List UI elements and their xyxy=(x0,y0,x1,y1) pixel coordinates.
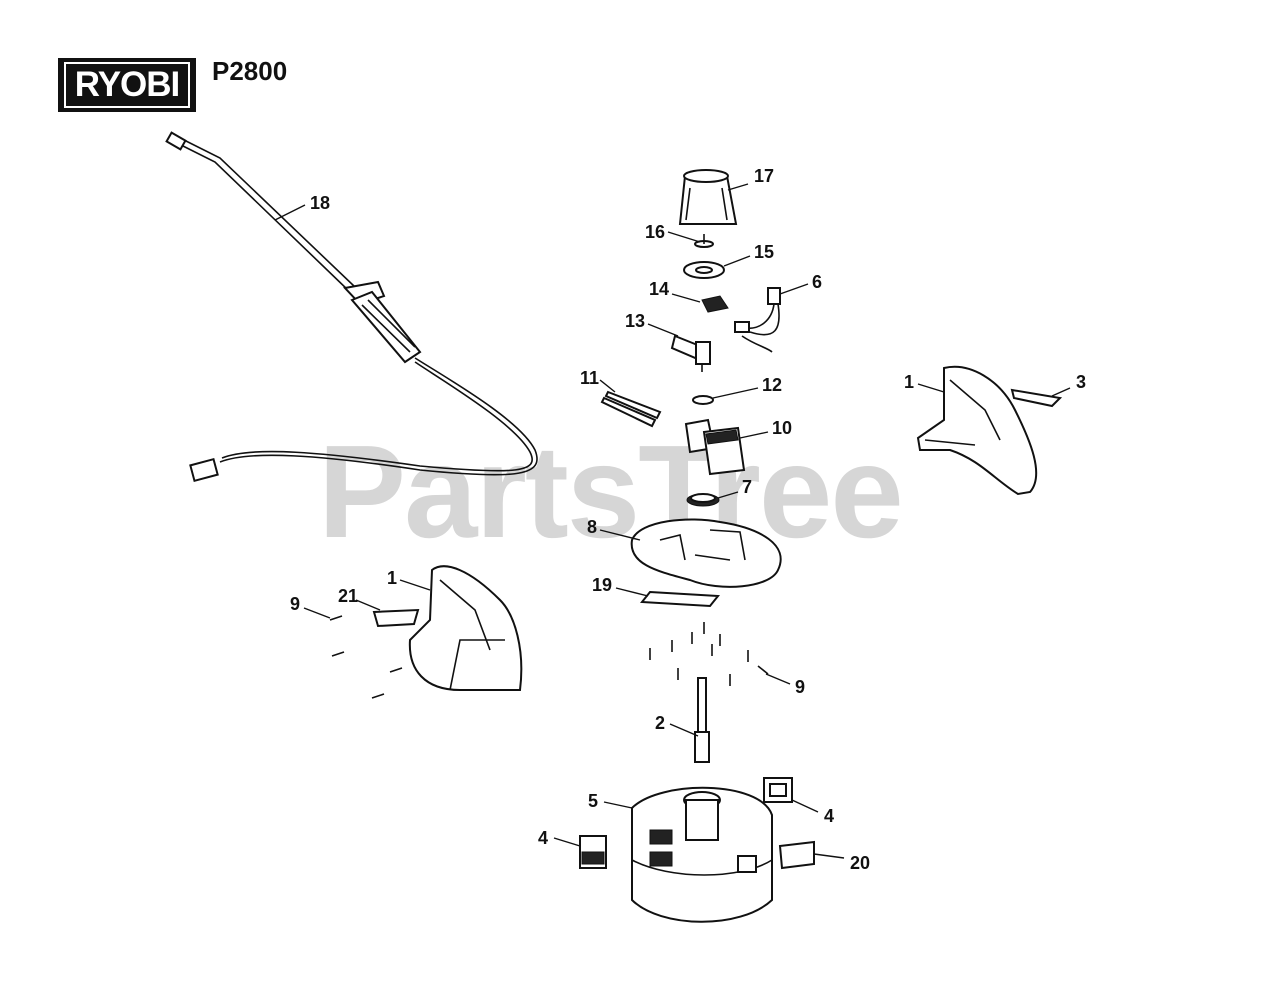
callout-18: 18 xyxy=(310,193,331,213)
callout-4-left: 4 xyxy=(538,828,549,848)
callout-4-right: 4 xyxy=(824,806,835,826)
part-label-19[interactable] xyxy=(640,590,720,608)
part-label-21[interactable] xyxy=(372,608,420,628)
callout-14: 14 xyxy=(649,279,670,299)
brand-name: RYOBI xyxy=(64,62,190,108)
callout-3: 3 xyxy=(1076,372,1087,392)
part-o-ring[interactable] xyxy=(692,395,714,405)
callout-12: 12 xyxy=(762,375,783,395)
part-screws[interactable] xyxy=(329,615,769,699)
callout-1-left: 1 xyxy=(387,568,398,588)
part-gasket[interactable] xyxy=(686,493,720,507)
callout-10: 10 xyxy=(772,418,793,438)
callout-11: 11 xyxy=(580,368,600,388)
part-filter[interactable] xyxy=(701,295,729,313)
callout-8: 8 xyxy=(587,517,598,537)
part-switch[interactable] xyxy=(734,287,781,353)
callout-15: 15 xyxy=(754,242,775,262)
part-label-3[interactable] xyxy=(1010,388,1063,408)
callout-9-left: 9 xyxy=(290,594,301,614)
part-pins[interactable] xyxy=(600,390,662,428)
ryobi-logo xyxy=(58,58,196,112)
model-number: P2800 xyxy=(212,56,288,86)
part-housing-left[interactable] xyxy=(408,565,523,691)
part-housing-right[interactable] xyxy=(916,365,1038,496)
callout-7: 7 xyxy=(742,477,753,497)
callout-5: 5 xyxy=(588,791,599,811)
part-label-20[interactable] xyxy=(778,840,815,870)
part-base-plate[interactable] xyxy=(630,518,782,588)
callout-1-right: 1 xyxy=(904,372,915,392)
watermark: PartsTree xyxy=(318,418,904,565)
part-tank[interactable] xyxy=(631,786,773,923)
callout-16: 16 xyxy=(645,222,666,242)
callout-13: 13 xyxy=(625,311,646,331)
callout-6: 6 xyxy=(812,272,823,292)
part-wand-hose[interactable] xyxy=(165,131,538,483)
callout-17: 17 xyxy=(754,166,775,186)
callout-2: 2 xyxy=(655,713,666,733)
callout-9-center: 9 xyxy=(795,677,806,697)
callout-20: 20 xyxy=(850,853,871,873)
part-clip-left[interactable] xyxy=(579,835,607,869)
part-dip-tube[interactable] xyxy=(694,677,710,763)
part-pump-fitting[interactable] xyxy=(670,334,711,372)
part-motor[interactable] xyxy=(684,418,746,476)
part-clip-right[interactable] xyxy=(763,777,793,803)
callout-19: 19 xyxy=(592,575,613,595)
part-valve[interactable] xyxy=(694,234,714,248)
callout-21: 21 xyxy=(338,586,359,606)
part-cap[interactable] xyxy=(678,169,738,225)
part-washer[interactable] xyxy=(683,261,725,279)
